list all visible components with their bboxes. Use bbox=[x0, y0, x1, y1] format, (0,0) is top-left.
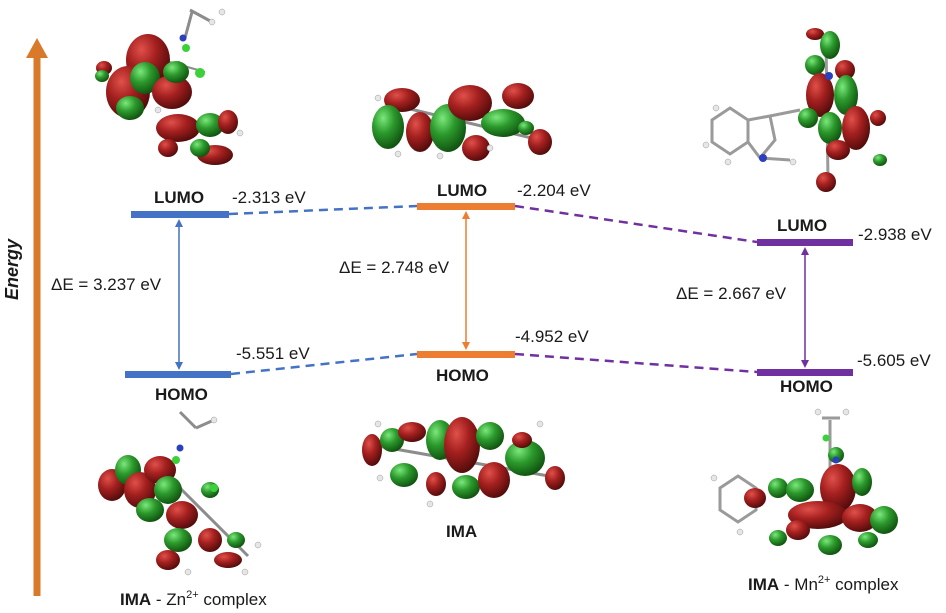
mn-lumo-level bbox=[757, 239, 853, 246]
mn-homo-level bbox=[757, 369, 853, 376]
ima-homo-label: HOMO bbox=[436, 366, 489, 385]
ima-mn-lumo-connector bbox=[514, 204, 758, 244]
mn-gap-label: ΔE = 2.667 eV bbox=[676, 284, 787, 303]
zn-lumo-orbital bbox=[95, 8, 244, 165]
zn-homo-level bbox=[125, 371, 231, 378]
ima-caption: IMA bbox=[446, 522, 478, 541]
zn-gap-label: ΔE = 3.237 eV bbox=[51, 275, 162, 294]
mn-homo-orbital bbox=[710, 408, 898, 555]
zn-ima-homo-connector bbox=[230, 352, 418, 376]
ima-homo-energy: -4.952 eV bbox=[515, 327, 589, 346]
zn-homo-label: HOMO bbox=[155, 385, 208, 404]
mn-lumo-energy: -2.938 eV bbox=[858, 225, 932, 244]
ima-mn-homo-connector bbox=[514, 352, 758, 374]
ima-lumo-energy: -2.204 eV bbox=[517, 181, 591, 200]
mn-caption: IMA - Mn2+ complex bbox=[748, 574, 899, 594]
ima-homo-orbital bbox=[362, 417, 565, 508]
zn-homo-orbital bbox=[98, 410, 262, 576]
energy-axis-label: Energy bbox=[2, 238, 22, 300]
ima-lumo-orbital bbox=[372, 83, 552, 161]
ima-lumo-label: LUMO bbox=[437, 181, 488, 200]
zn-caption: IMA - Zn2+ complex bbox=[120, 589, 267, 609]
ima-gap-label: ΔE = 2.748 eV bbox=[339, 258, 450, 277]
energy-axis bbox=[26, 38, 48, 596]
zn-lumo-label: LUMO bbox=[154, 188, 205, 207]
mn-homo-energy: -5.605 eV bbox=[857, 351, 931, 370]
mn-homo-label: HOMO bbox=[780, 377, 833, 396]
zn-lumo-energy: -2.313 eV bbox=[232, 188, 306, 207]
energy-axis-arrowhead bbox=[26, 38, 48, 58]
ima-lumo-level bbox=[417, 203, 515, 210]
zn-ima-lumo-connector bbox=[228, 204, 418, 216]
ima-homo-level bbox=[417, 351, 515, 358]
zn-lumo-level bbox=[131, 211, 229, 218]
zn-homo-energy: -5.551 eV bbox=[236, 344, 310, 363]
mn-lumo-label: LUMO bbox=[777, 216, 828, 235]
mn-lumo-orbital bbox=[702, 28, 887, 192]
